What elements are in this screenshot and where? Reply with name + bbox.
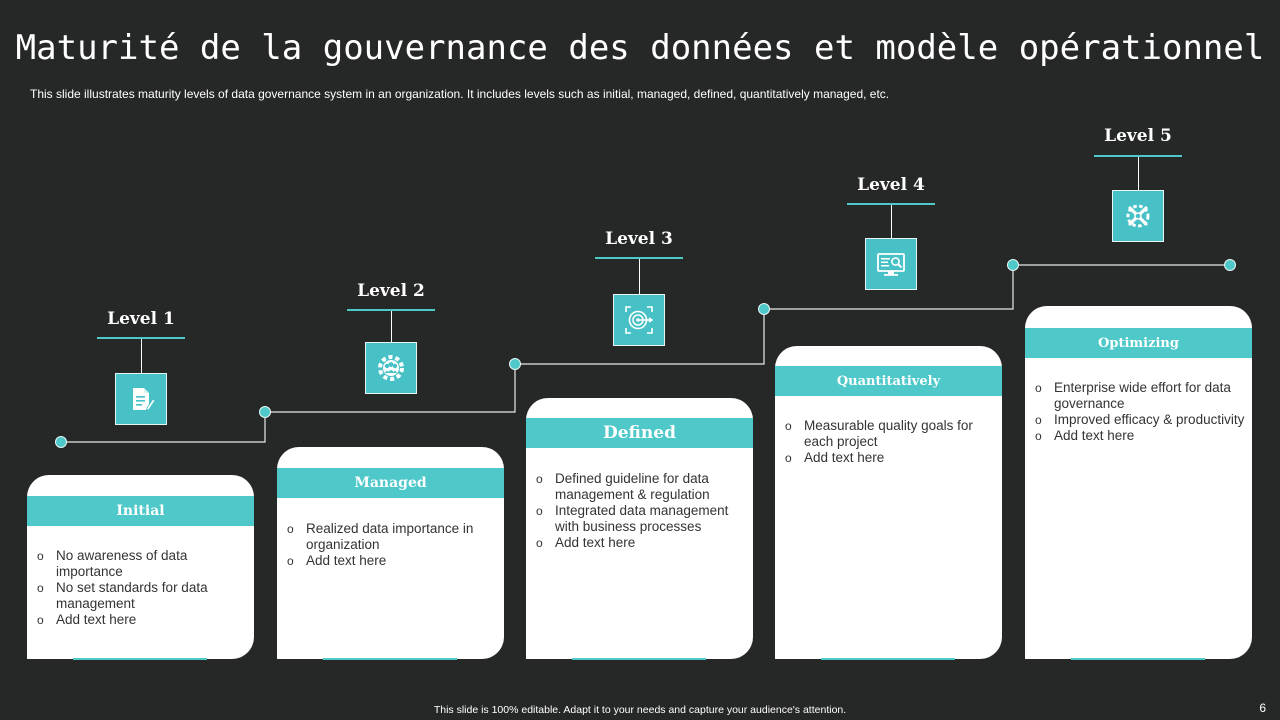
level-5-card: Optimizing Enterprise wide effort for da…	[1025, 306, 1252, 660]
list-item: Realized data importance in organization	[287, 521, 492, 553]
level-3-card: Defined Defined guideline for data manag…	[526, 398, 753, 660]
level-1-label: Level 1	[107, 309, 175, 329]
list-item: No set standards for data management	[37, 580, 242, 612]
level-4-bar	[847, 203, 935, 205]
list-item: Enterprise wide effort for data governan…	[1035, 380, 1247, 412]
list-item: Add text here	[785, 450, 990, 466]
level-3-label: Level 3	[605, 229, 673, 249]
list-item: No awareness of data importance	[37, 548, 242, 580]
level-5-label: Level 5	[1104, 126, 1172, 146]
level-2-stem	[391, 311, 392, 342]
list-item: Measurable quality goals for each projec…	[785, 418, 990, 450]
slide-subtitle: This slide illustrates maturity levels o…	[30, 87, 890, 101]
card-underline	[572, 658, 706, 660]
card-underline	[1071, 658, 1205, 660]
slide-footer: This slide is 100% editable. Adapt it to…	[433, 704, 847, 716]
card-underline	[821, 658, 955, 660]
level-2-heading: Managed	[277, 468, 504, 498]
level-1-bar	[97, 337, 185, 339]
level-5-heading: Optimizing	[1025, 328, 1252, 358]
level-1-card: Initial No awareness of data importance …	[27, 475, 254, 660]
node-dot	[1007, 259, 1019, 271]
level-1-bullets: No awareness of data importance No set s…	[37, 548, 242, 628]
node-dot	[55, 436, 67, 448]
level-4-label: Level 4	[857, 175, 925, 195]
level-3-bullets: Defined guideline for data management & …	[536, 471, 741, 551]
list-item: Add text here	[1035, 428, 1247, 444]
level-3-heading: Defined	[526, 418, 753, 448]
list-item: Add text here	[37, 612, 242, 628]
node-dot	[509, 358, 521, 370]
document-edit-icon	[115, 373, 167, 425]
list-item: Defined guideline for data management & …	[536, 471, 741, 503]
level-3-stem	[639, 259, 640, 294]
node-dot	[259, 406, 271, 418]
team-gear-icon	[365, 342, 417, 394]
level-1-stem	[141, 339, 142, 373]
level-5-bullets: Enterprise wide effort for data governan…	[1035, 380, 1247, 444]
monitor-search-icon	[865, 238, 917, 290]
list-item: Add text here	[287, 553, 492, 569]
slide-title: Maturité de la gouvernance des données e…	[15, 28, 1265, 68]
level-2-bar	[347, 309, 435, 311]
list-item: Add text here	[536, 535, 741, 551]
level-2-label: Level 2	[357, 281, 425, 301]
level-4-card: Quantitatively Measurable quality goals …	[775, 346, 1002, 660]
target-icon	[613, 294, 665, 346]
card-underline	[323, 658, 457, 660]
level-4-stem	[891, 205, 892, 238]
tools-icon	[1112, 190, 1164, 242]
list-item: Improved efficacy & productivity	[1035, 412, 1247, 428]
level-4-heading: Quantitatively	[775, 366, 1002, 396]
level-5-bar	[1094, 155, 1182, 157]
level-2-card: Managed Realized data importance in orga…	[277, 447, 504, 660]
node-dot	[758, 303, 770, 315]
page-number: 6	[1259, 701, 1266, 715]
list-item: Integrated data management with business…	[536, 503, 741, 535]
level-3-bar	[595, 257, 683, 259]
level-4-bullets: Measurable quality goals for each projec…	[785, 418, 990, 466]
card-underline	[73, 658, 207, 660]
level-2-bullets: Realized data importance in organization…	[287, 521, 492, 569]
level-1-heading: Initial	[27, 496, 254, 526]
node-dot	[1224, 259, 1236, 271]
level-5-stem	[1138, 157, 1139, 190]
